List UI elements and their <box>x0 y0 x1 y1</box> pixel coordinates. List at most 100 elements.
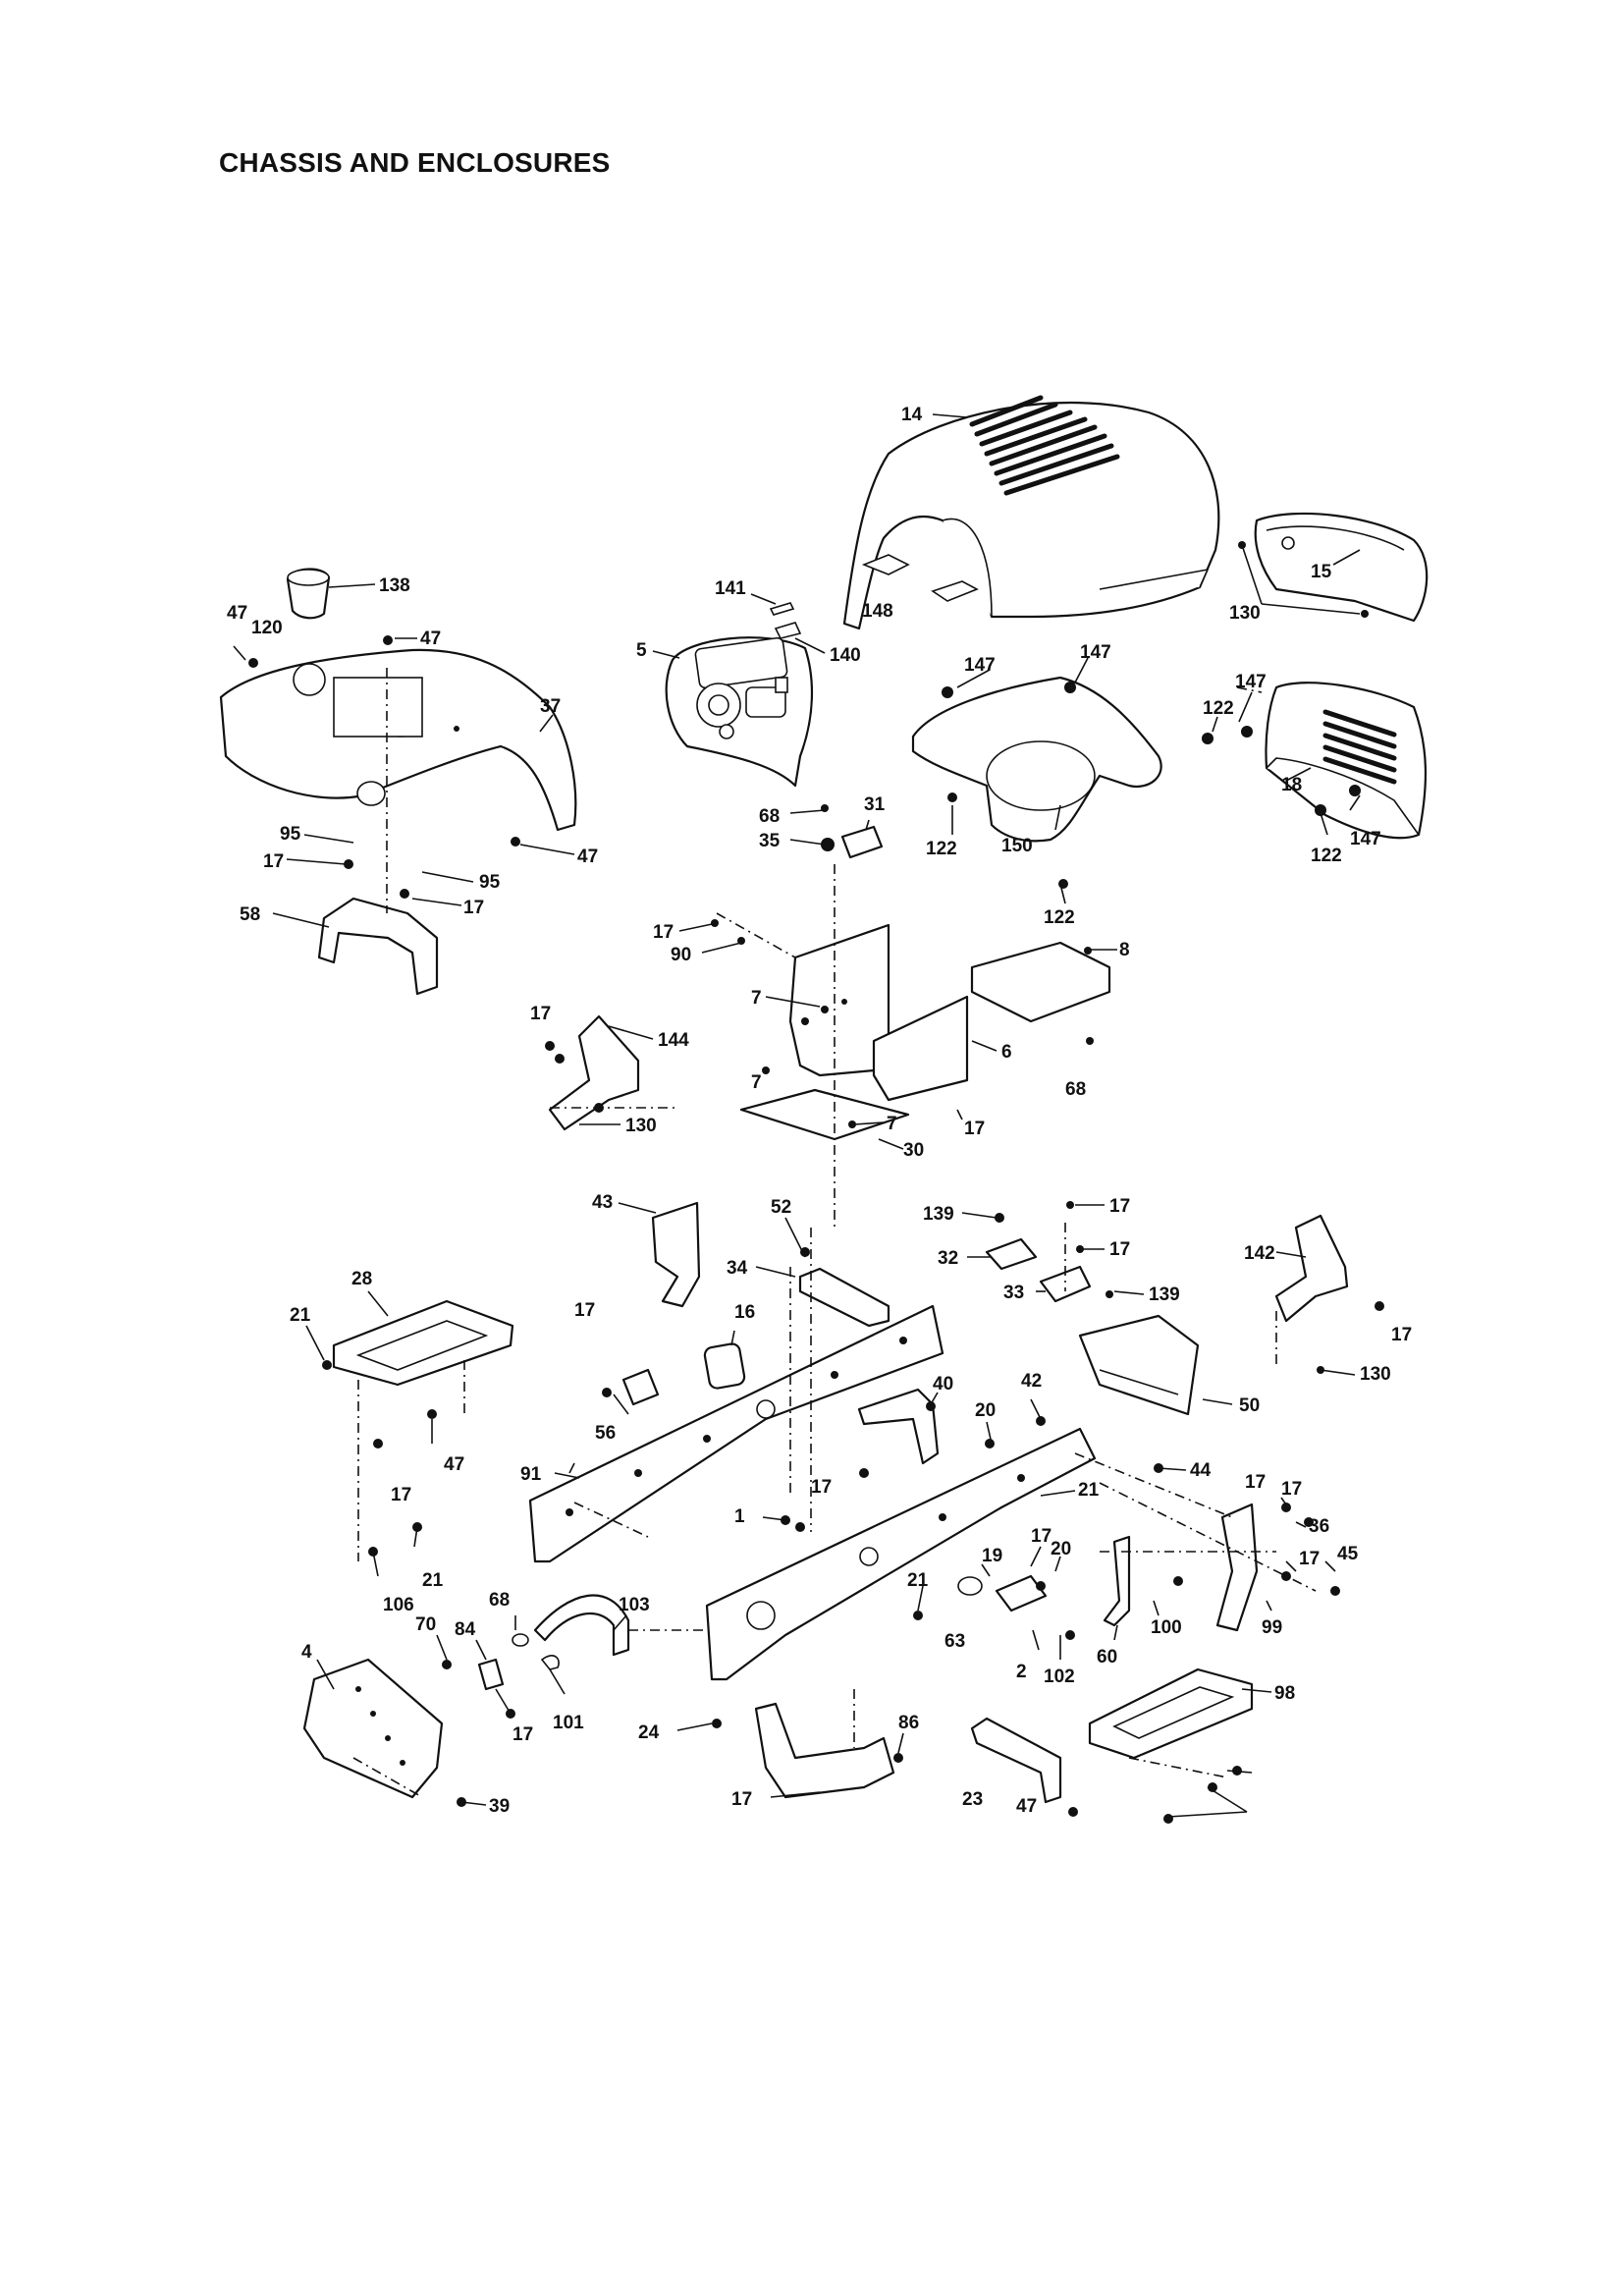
callout-label: 100 <box>1151 1617 1182 1638</box>
callout-label: 17 <box>731 1789 752 1810</box>
callout-label: 17 <box>530 1004 551 1024</box>
callout-label: 56 <box>595 1423 616 1444</box>
callout-label: 43 <box>592 1192 613 1213</box>
callout-label: 21 <box>422 1570 444 1591</box>
callout-label: 139 <box>923 1204 954 1225</box>
page-title: CHASSIS AND ENCLOSURES <box>219 147 611 178</box>
callout-label: 17 <box>653 922 674 943</box>
callout-label: 31 <box>864 794 886 815</box>
callout-label: 7 <box>751 988 762 1009</box>
callout-label: 68 <box>759 806 780 827</box>
bracket-part-43 <box>651 1201 701 1308</box>
callout-label: 44 <box>1190 1460 1212 1481</box>
small-knob-part-140 <box>774 622 802 639</box>
callout-label: 130 <box>1229 603 1261 624</box>
bracket-part-144 <box>548 1014 640 1131</box>
callout-label: 101 <box>553 1713 584 1733</box>
bracket-part-33 <box>1039 1265 1092 1303</box>
callout-label: 140 <box>830 645 861 666</box>
callout-label: 52 <box>771 1197 791 1218</box>
callout-label: 14 <box>901 405 923 425</box>
callout-label: 15 <box>1311 562 1332 582</box>
control-panel-part-6 <box>788 923 969 1102</box>
callout-label: 47 <box>227 603 247 624</box>
callout-label: 20 <box>1051 1539 1071 1559</box>
callout-label: 95 <box>479 872 501 893</box>
frame-rail-part-91 <box>528 1304 944 1563</box>
callout-label: 35 <box>759 831 781 851</box>
callout-label: 84 <box>455 1619 476 1640</box>
callout-label: 16 <box>734 1302 755 1323</box>
callout-label: 122 <box>1311 846 1342 866</box>
callout-label: 122 <box>1203 698 1234 719</box>
callout-label: 47 <box>577 847 598 867</box>
callout-label: 130 <box>1360 1364 1391 1385</box>
callout-label: 17 <box>574 1300 595 1321</box>
pin-part-100 <box>512 1633 529 1647</box>
callout-label: 47 <box>444 1454 464 1475</box>
callout-label: 1 <box>734 1506 745 1527</box>
callout-label: 37 <box>540 696 561 717</box>
callout-label: 17 <box>263 851 284 872</box>
callout-label: 2 <box>1016 1662 1027 1682</box>
callout-label: 7 <box>751 1072 762 1093</box>
bracket-part-142 <box>1274 1214 1349 1323</box>
grommet-part-16 <box>703 1342 746 1390</box>
callout-label: 17 <box>1031 1526 1052 1547</box>
callout-label: 147 <box>1235 672 1267 692</box>
small-bracket-part-31 <box>840 825 884 859</box>
callout-label: 42 <box>1021 1371 1042 1392</box>
pin-part-102 <box>540 1655 560 1670</box>
callout-label: 122 <box>926 839 957 859</box>
rod-part-99 <box>533 1594 630 1657</box>
callout-label: 18 <box>1281 775 1302 795</box>
callout-label: 33 <box>1003 1283 1024 1303</box>
callout-label: 17 <box>1245 1472 1266 1493</box>
callout-label: 98 <box>1274 1683 1295 1704</box>
callout-label: 90 <box>671 945 691 965</box>
bracket-part-2 <box>302 1658 444 1799</box>
callout-label: 47 <box>420 629 441 649</box>
small-key-part-141 <box>769 602 795 616</box>
callout-label: 58 <box>240 904 260 925</box>
bracket-part-56 <box>621 1368 660 1406</box>
callout-label: 103 <box>619 1595 650 1615</box>
callout-label: 36 <box>1309 1516 1329 1537</box>
callout-label: 150 <box>1001 836 1033 856</box>
callout-label: 142 <box>1244 1243 1275 1264</box>
footrest-part-24 <box>1088 1667 1254 1760</box>
callout-label: 17 <box>512 1724 533 1745</box>
callout-label: 17 <box>1109 1239 1130 1260</box>
callout-label: 17 <box>391 1485 411 1505</box>
fasteners <box>248 635 1384 1824</box>
callout-label: 40 <box>933 1374 953 1394</box>
callout-label: 139 <box>1149 1285 1180 1305</box>
bracket-part-40 <box>857 1388 940 1465</box>
callout-label: 148 <box>862 601 893 622</box>
callout-label: 91 <box>520 1464 542 1485</box>
frame-rail-part-1 <box>705 1427 1097 1681</box>
callout-label: 17 <box>1281 1479 1302 1500</box>
callout-label: 24 <box>638 1722 660 1743</box>
callout-label: 60 <box>1097 1647 1117 1667</box>
plate-part-8 <box>970 941 1111 1023</box>
bracket-part-103 <box>477 1658 505 1691</box>
callout-label: 17 <box>964 1119 985 1139</box>
grille-part-15 <box>1238 512 1429 623</box>
callout-label: 23 <box>962 1789 983 1810</box>
callout-label: 39 <box>489 1796 510 1817</box>
callout-label: 21 <box>907 1570 929 1591</box>
bracket-part-58 <box>317 897 439 996</box>
callout-label: 99 <box>1262 1617 1282 1638</box>
callout-label: 47 <box>1016 1796 1037 1817</box>
callout-label: 4 <box>301 1642 312 1663</box>
ring-part-70 <box>957 1576 983 1596</box>
bracket-part-45 <box>995 1574 1048 1613</box>
tray-part-98 <box>754 1702 895 1799</box>
plate-part-50 <box>1078 1314 1200 1416</box>
bracket-part-44 <box>1215 1503 1259 1632</box>
callout-label: 30 <box>903 1140 924 1161</box>
callout-label: 17 <box>1109 1196 1130 1217</box>
hood-part <box>842 395 1220 630</box>
